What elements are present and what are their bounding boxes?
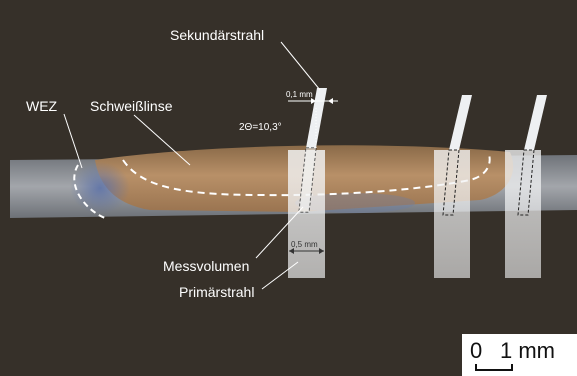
primary-beam-3 — [505, 150, 541, 278]
scale-bar: 0 1 mm — [462, 334, 577, 376]
label-angle: 2Θ=10,3° — [239, 122, 282, 133]
label-wez: WEZ — [26, 98, 57, 114]
label-messvolumen: Messvolumen — [163, 258, 249, 274]
label-width-primary: 0,5 mm — [291, 240, 318, 249]
label-width-secondary: 0,1 mm — [286, 90, 313, 99]
primary-beam-2 — [434, 150, 470, 278]
label-sekundaerstrahl: Sekundärstrahl — [170, 27, 264, 43]
scale-bar-line — [462, 334, 577, 376]
label-schweisslinse: Schweißlinse — [90, 98, 172, 114]
label-primaerstrahl: Primärstrahl — [179, 284, 254, 300]
